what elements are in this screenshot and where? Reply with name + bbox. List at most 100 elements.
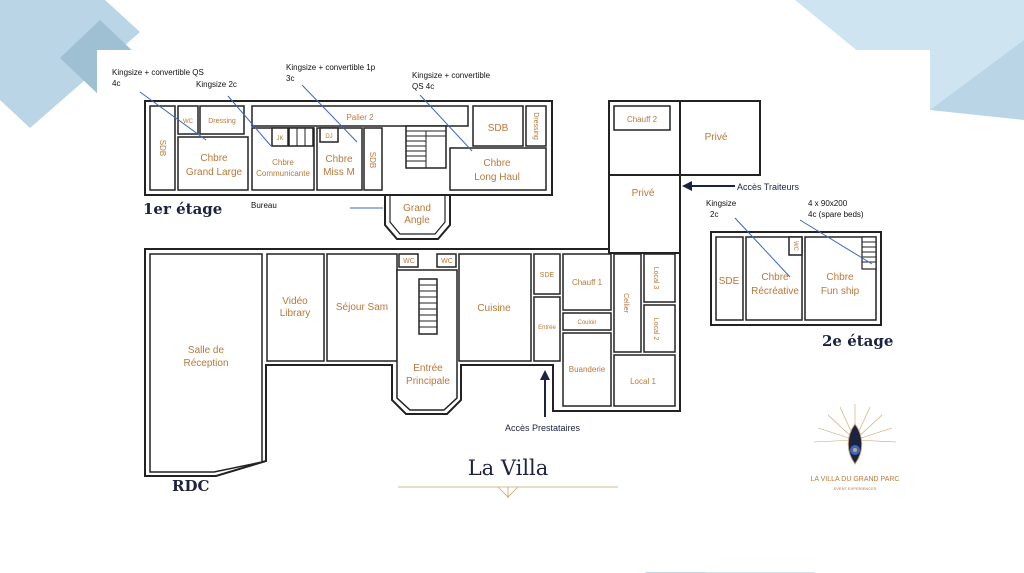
second-floor: [710, 231, 882, 326]
label-wc-second: WC: [792, 241, 798, 252]
note-recreative-bed: Kingsize: [706, 199, 737, 208]
label-acces-traiteurs: Accès Traiteurs: [737, 182, 800, 192]
floor-title-ground: RDC: [172, 477, 209, 495]
first-floor: [144, 100, 553, 240]
label-chauff-2: Chauff 2: [627, 115, 658, 124]
room-grand-angle: [384, 194, 451, 240]
label-wc-2: WC: [441, 258, 453, 265]
room-entree-service: [533, 296, 561, 362]
label-bureau: Bureau: [251, 201, 277, 210]
label-chbre-long-haul-1: Chbre: [483, 158, 511, 169]
room-sde-ground: [533, 253, 561, 295]
room-sdb-right: [472, 105, 524, 147]
label-entree-principale-2: Principale: [406, 376, 450, 387]
label-sde-second: SDE: [719, 276, 740, 287]
label-wc-1: WC: [403, 258, 415, 265]
label-local-1: Local 1: [630, 377, 656, 386]
label-chbre-recreative-1: Chbre: [761, 272, 789, 283]
room-chauff-1: [562, 253, 612, 311]
label-local-3: Local 3: [652, 267, 659, 290]
label-sdb-mid: SDB: [368, 152, 377, 168]
label-chbre-grand-large-2: Grand Large: [186, 167, 243, 178]
label-chbre-communicante-1: Chbre: [272, 158, 294, 167]
label-cuisine: Cuisine: [477, 303, 511, 314]
label-cellier: Cellier: [622, 293, 629, 314]
floor-title-first: 1er étage: [143, 200, 222, 218]
room-cellier: [613, 253, 642, 353]
note-long-haul-capacity: QS 4c: [412, 82, 434, 91]
room-entree-principale: [396, 269, 458, 411]
label-chbre-miss-m-1: Chbre: [325, 154, 353, 165]
staircase-first: [405, 125, 447, 169]
note-recreative-capacity: 2c: [710, 210, 718, 219]
room-dressing-right: [525, 105, 547, 147]
room-dj: [319, 127, 339, 143]
ground-floor: [144, 248, 681, 477]
room-chbre-grand-large: [177, 136, 249, 191]
stairs-mini: [288, 127, 314, 147]
room-cuisine: [458, 253, 532, 362]
label-chbre-miss-m-2: Miss M: [323, 167, 355, 178]
room-wc-1: [398, 253, 419, 268]
label-couloir: Couloir: [577, 320, 596, 326]
label-chbre-communicante-2: Communicante: [256, 169, 310, 178]
label-chbre-recreative-2: Récréative: [751, 286, 799, 297]
note-fun-ship-capacity: 4c (spare beds): [808, 210, 864, 219]
room-video-library: [266, 253, 325, 362]
note-grand-large-capacity: 4c: [112, 79, 120, 88]
label-chbre-fun-ship-2: Fun ship: [821, 286, 860, 297]
label-prive-mid: Privé: [632, 188, 655, 199]
label-local-2: Local 2: [652, 318, 659, 341]
label-prive-top: Privé: [705, 132, 728, 143]
room-chauff-2: [613, 105, 671, 131]
page-title: La Villa: [468, 456, 549, 480]
room-prive-mid: [608, 174, 681, 254]
brand-tagline: EVENT EXPERIENCES: [834, 486, 877, 491]
staircase-second: [861, 236, 877, 270]
label-entree-principale-1: Entrée: [413, 363, 443, 374]
room-sde-second: [715, 236, 744, 321]
note-fun-ship-bed: 4 x 90x200: [808, 199, 848, 208]
room-sejour-sam: [326, 253, 398, 362]
room-palier-2: [251, 105, 469, 127]
label-sejour-sam: Séjour Sam: [336, 302, 388, 313]
room-jk: [271, 127, 289, 147]
label-entree-service: Entrée: [538, 325, 556, 331]
title-ornament: [398, 486, 618, 498]
room-dressing-left: [199, 105, 245, 135]
room-wc-2: [436, 253, 457, 268]
room-buanderie: [562, 332, 612, 407]
label-salle-reception-1: Salle de: [188, 345, 225, 356]
note-miss-m-capacity: 3c: [286, 74, 294, 83]
label-chauff-1: Chauff 1: [572, 278, 603, 287]
label-dressing-right: Dressing: [532, 112, 539, 140]
note-communicante-bed: Kingsize 2c: [196, 80, 237, 89]
label-video-library-1: Vidéo: [282, 296, 308, 307]
label-sdb-right: SDB: [488, 123, 509, 134]
room-salle-reception: [149, 253, 263, 473]
room-local-1: [613, 354, 676, 407]
label-video-library-2: Library: [280, 308, 311, 319]
room-couloir: [562, 312, 612, 331]
prive-wing: [608, 100, 761, 254]
room-local-2: [643, 304, 676, 353]
note-long-haul-bed: Kingsize + convertible: [412, 71, 491, 80]
room-wc-second: [788, 236, 803, 256]
room-local-3: [643, 253, 676, 303]
label-jk: JK: [276, 136, 283, 142]
label-chbre-fun-ship-1: Chbre: [826, 272, 854, 283]
access-arrows: [540, 181, 735, 417]
label-chbre-long-haul-2: Long Haul: [474, 172, 520, 183]
brand-name: LA VILLA DU GRAND PARC: [811, 476, 900, 483]
floor-title-second: 2e étage: [822, 332, 893, 350]
brand-logo: [813, 404, 897, 465]
prive-upper-right: [679, 100, 761, 176]
label-dressing-left: Dressing: [208, 118, 236, 125]
label-sdb-left: SDB: [158, 140, 167, 156]
note-miss-m-bed: Kingsize + convertible 1p: [286, 63, 376, 72]
label-salle-reception-2: Réception: [183, 358, 228, 369]
room-sdb-mid: [363, 127, 383, 191]
label-dj: DJ: [325, 134, 332, 140]
staircase-ground: [418, 278, 438, 335]
